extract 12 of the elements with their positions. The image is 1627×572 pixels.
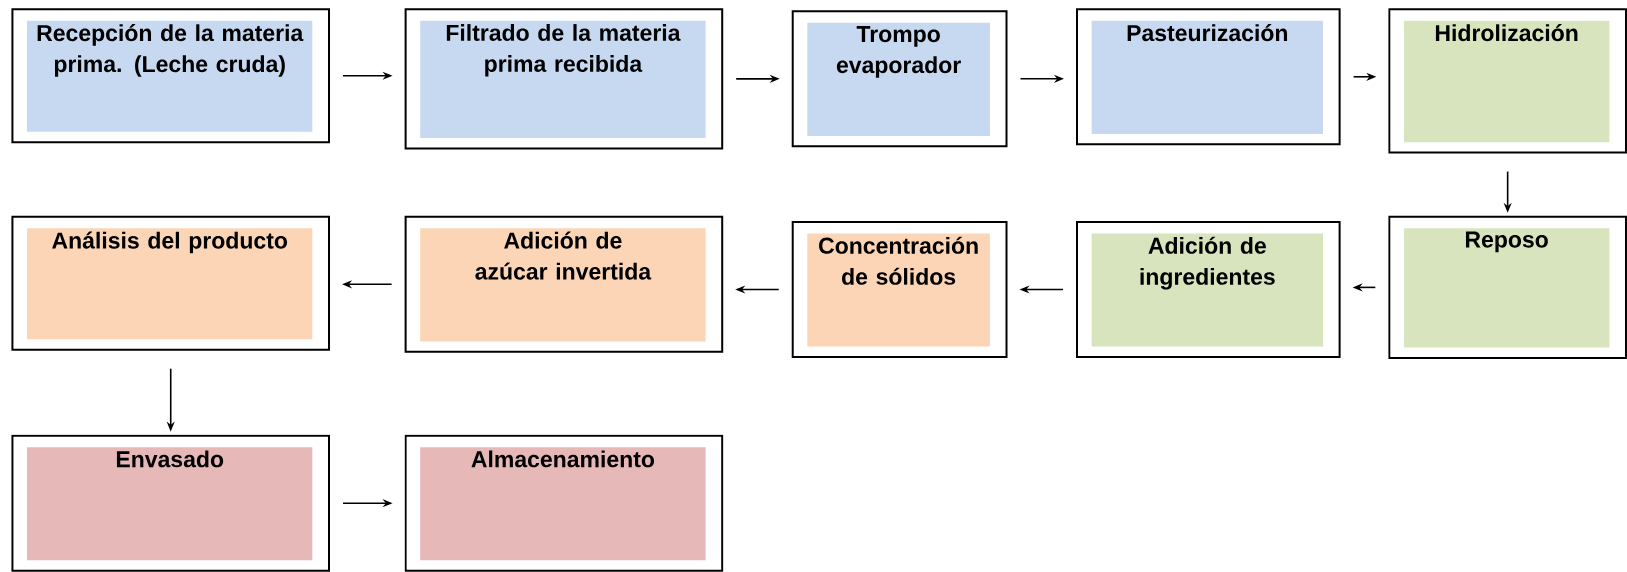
process-box: Recepción de la materia prima. (Leche cruda) <box>11 8 330 144</box>
process-box: Trompo evaporador <box>791 10 1008 148</box>
process-box: Adición de azúcar invertida <box>404 215 724 353</box>
process-box: Concentración de sólidos <box>791 221 1008 358</box>
process-box: Adición de ingredientes <box>1076 221 1341 358</box>
process-box: Almacenamiento <box>404 434 724 572</box>
process-box: Filtrado de la materia prima recibida <box>404 8 724 150</box>
process-box: Análisis del producto <box>11 215 330 351</box>
process-box: Pasteurización <box>1076 8 1341 146</box>
process-box: Hidrolización <box>1388 8 1627 154</box>
process-box: Reposo <box>1388 215 1627 359</box>
process-box: Envasado <box>11 434 330 572</box>
